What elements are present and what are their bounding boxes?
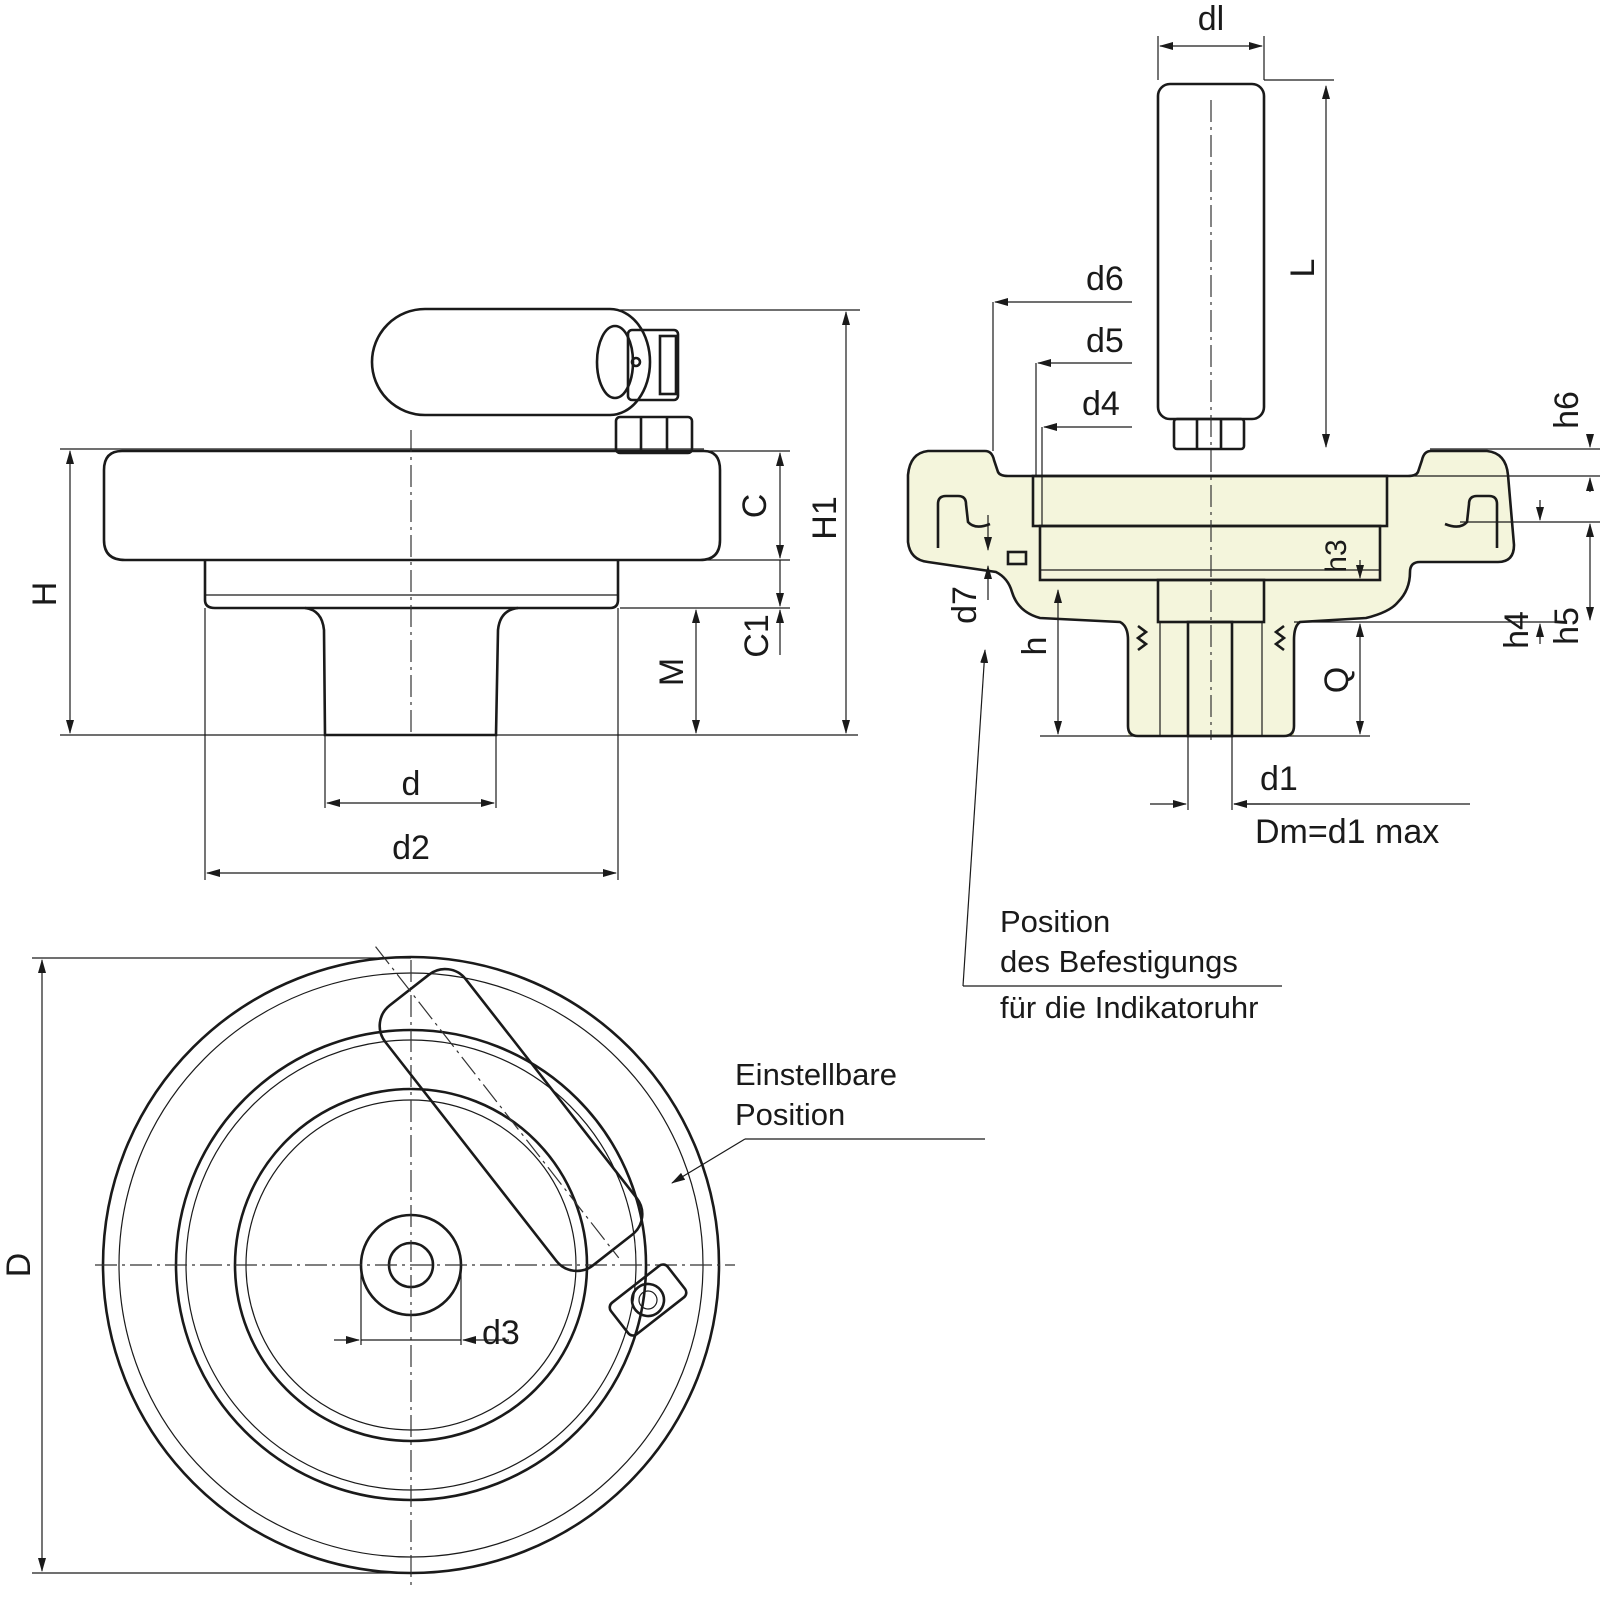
indicator-note-line-1: Position [1000,904,1110,939]
section-groove-left [936,494,991,548]
indicator-leader [962,649,989,987]
section-handle-nut [1172,417,1246,451]
label-d5: d5 [1086,322,1124,360]
section-groove-right [1444,494,1499,548]
top-view: D d3 Einstellbare Position [0,946,985,1590]
label-h: h [1016,637,1054,656]
label-C1: C1 [738,614,776,657]
label-d: d [402,765,421,803]
side-handle-pin [630,356,642,368]
label-dm: Dm=d1 max [1255,813,1439,851]
label-d4: d4 [1082,385,1120,423]
label-h4: h4 [1498,611,1536,649]
label-h5: h5 [1548,607,1586,645]
adjustable-leader [671,1138,746,1184]
side-handle-nut [614,415,694,455]
section-serration-left [1135,624,1149,652]
top-handle [375,946,644,1273]
label-d6: d6 [1086,260,1124,298]
side-handle-clip [658,334,678,396]
label-M: M [653,658,691,686]
adjustable-note-line-2: Position [735,1097,845,1132]
indicator-note-line-3: für die Indikatoruhr [1000,990,1258,1025]
section-view: dl L d6 d5 d4 h6 h3 h4 h5 h d7 Q d1 Dm=d… [906,0,1600,1025]
side-handle [370,307,652,417]
section-fixing-screw [1006,550,1028,566]
side-view: H H1 C C1 M d d2 [26,307,860,880]
label-d2: d2 [392,829,430,867]
side-disc [203,560,620,610]
label-dl: dl [1198,0,1224,38]
label-h3: h3 [1320,539,1353,572]
label-d1: d1 [1260,760,1298,798]
adjustable-note-line-1: Einstellbare [735,1057,897,1092]
label-d7: d7 [946,586,984,624]
label-C: C [736,494,774,519]
side-handle-bracket [626,328,680,402]
section-serration-right [1273,624,1287,652]
label-H1: H1 [806,496,844,539]
label-L: L [1284,259,1322,278]
label-D: D [0,1253,38,1278]
side-rim [102,449,722,562]
label-d3: d3 [482,1314,520,1352]
label-H: H [26,582,64,607]
label-h6: h6 [1548,391,1586,429]
indicator-note-line-2: des Befestigungs [1000,944,1238,979]
top-handle-nut [608,1263,688,1337]
label-Q: Q [1318,667,1356,693]
